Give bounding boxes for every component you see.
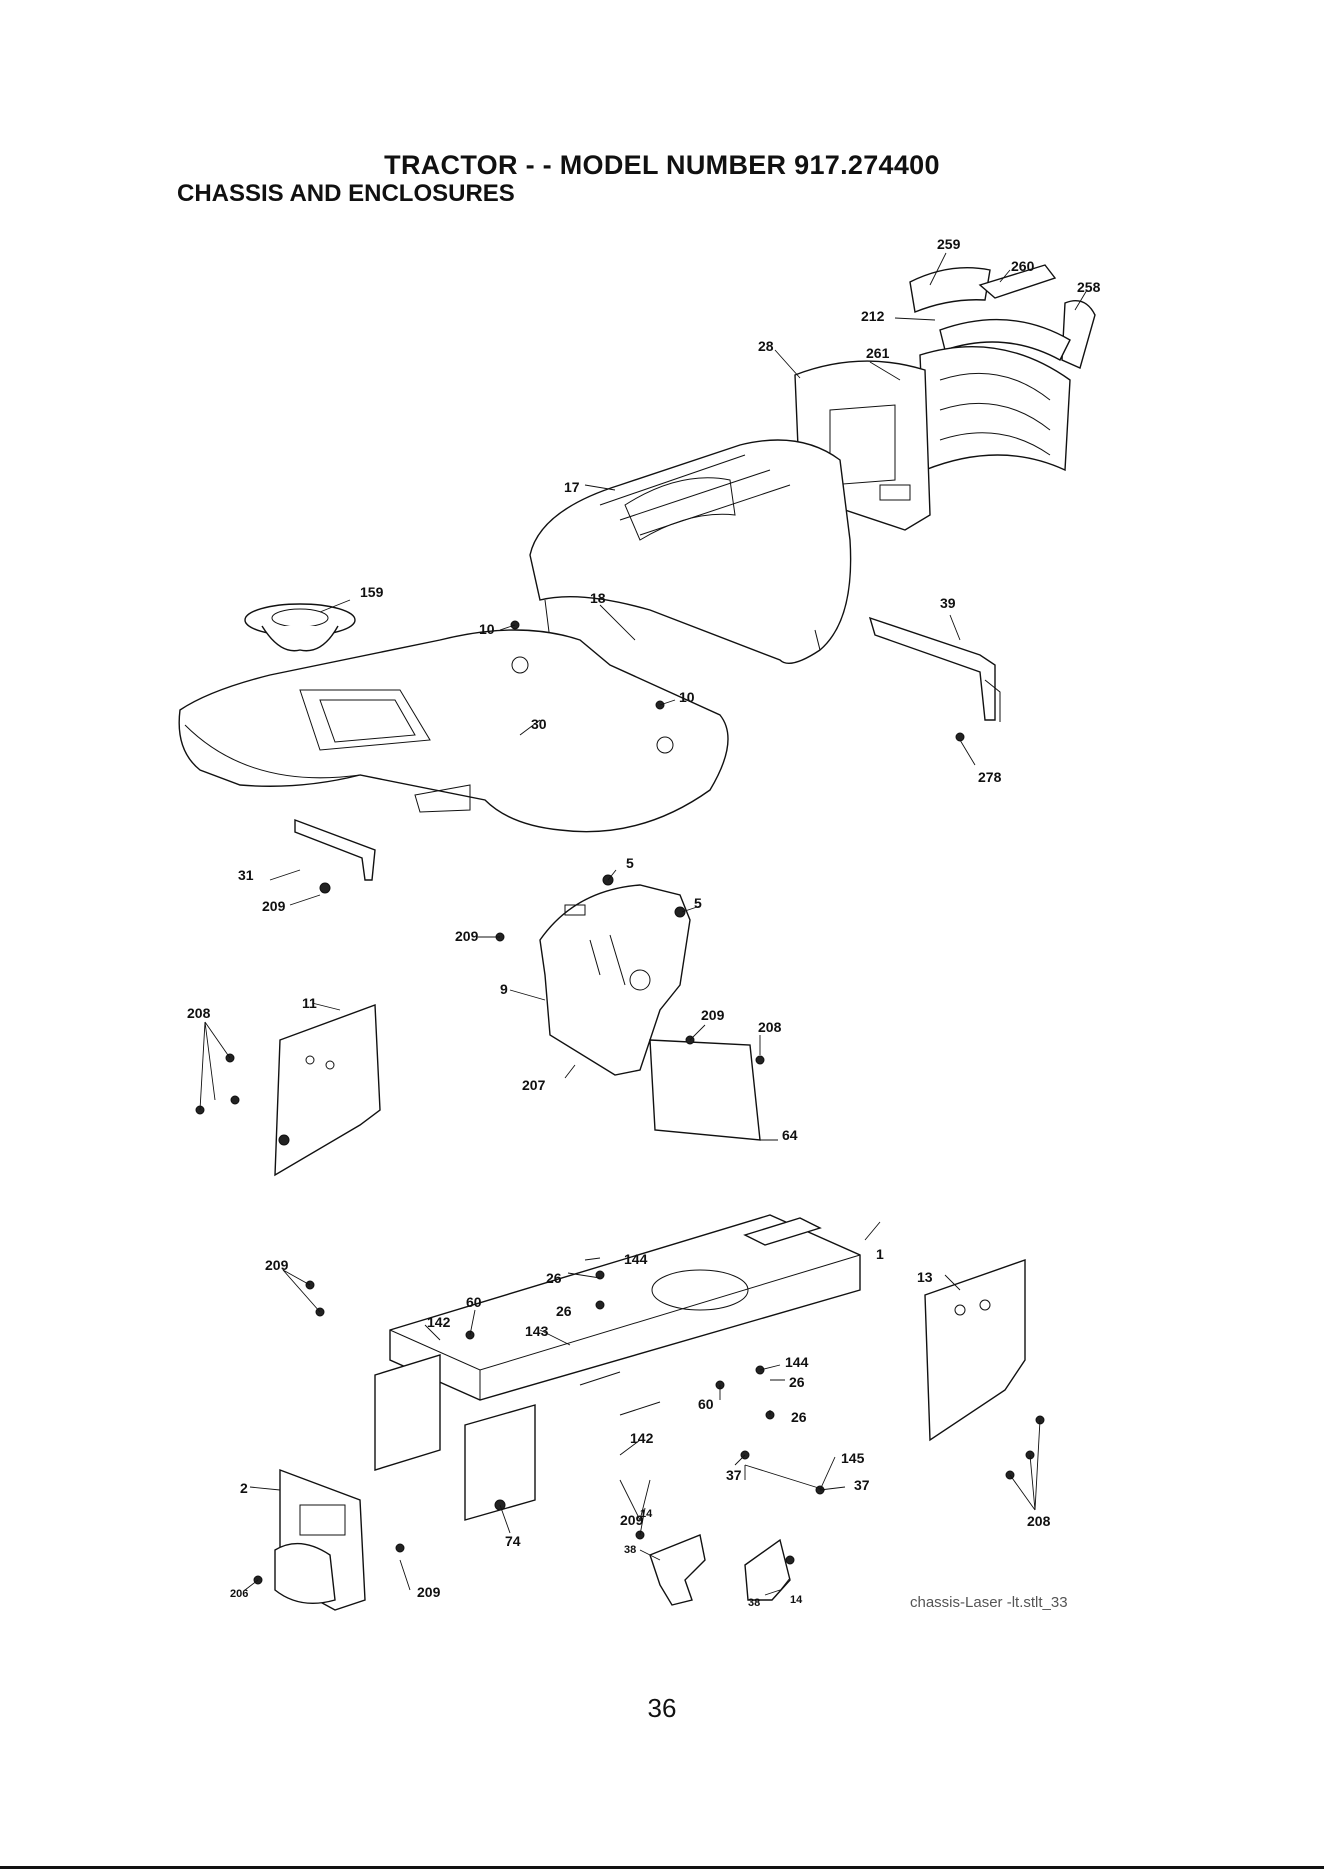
callout-142a: 142 [427, 1314, 451, 1330]
callout-208b: 208 [187, 1005, 211, 1021]
callout-38a: 38 [624, 1544, 636, 1556]
callout-209b: 209 [455, 928, 479, 944]
callout-207: 207 [522, 1077, 546, 1093]
callout-5b: 5 [694, 895, 702, 911]
side-panel-right [925, 1260, 1025, 1440]
page-number: 36 [0, 1693, 1324, 1724]
callout-278: 278 [978, 769, 1002, 785]
callout-145: 145 [841, 1450, 865, 1466]
side-panel-left [275, 1005, 380, 1175]
callout-31: 31 [238, 867, 254, 883]
steering-cover [245, 604, 355, 651]
callout-17: 17 [564, 479, 580, 495]
callout-26b: 26 [556, 1303, 572, 1319]
callout-261: 261 [866, 345, 890, 361]
callout-142b: 142 [630, 1430, 654, 1446]
callout-209c: 209 [701, 1007, 725, 1023]
callout-258: 258 [1077, 279, 1101, 295]
callout-209a: 209 [262, 898, 286, 914]
callout-208a: 208 [758, 1019, 782, 1035]
front-bracket [275, 1470, 365, 1610]
callout-37b: 37 [854, 1477, 870, 1493]
callout-60a: 60 [466, 1294, 482, 1310]
callout-37a: 37 [726, 1467, 742, 1483]
callout-64: 64 [782, 1127, 798, 1143]
callout-5a: 5 [626, 855, 634, 871]
callout-2: 2 [240, 1480, 248, 1496]
callout-9: 9 [500, 981, 508, 997]
dash-panel [540, 885, 760, 1140]
hood [530, 440, 851, 663]
callout-1: 1 [876, 1246, 884, 1262]
callout-208c: 208 [1027, 1513, 1051, 1529]
callout-206: 206 [230, 1588, 248, 1600]
callout-10b: 10 [679, 689, 695, 705]
callout-144b: 144 [785, 1354, 809, 1370]
callout-39: 39 [940, 595, 956, 611]
callout-11: 11 [302, 995, 317, 1011]
callout-13: 13 [917, 1269, 933, 1285]
callout-14b: 14 [790, 1594, 803, 1606]
callout-18: 18 [590, 590, 606, 606]
hood-bracket [870, 618, 1000, 741]
callout-26d: 26 [791, 1409, 807, 1425]
fender [179, 630, 728, 832]
callout-259: 259 [937, 236, 961, 252]
callout-26a: 26 [546, 1270, 562, 1286]
callout-159: 159 [360, 584, 384, 600]
callout-143: 143 [525, 1323, 549, 1339]
callout-10a: 10 [479, 621, 495, 637]
callout-28: 28 [758, 338, 774, 354]
callout-14a: 14 [640, 1508, 653, 1520]
callout-144a: 144 [624, 1251, 648, 1267]
bracket-31 [295, 820, 375, 893]
bracket-38b [745, 1540, 790, 1600]
callout-209d: 209 [265, 1257, 289, 1273]
drawing-id: chassis-Laser -lt.stlt_33 [910, 1594, 1068, 1611]
callout-212: 212 [861, 308, 885, 324]
callout-26c: 26 [789, 1374, 805, 1390]
callout-209f: 209 [417, 1584, 441, 1600]
callout-60b: 60 [698, 1396, 714, 1412]
bracket-38a [650, 1535, 705, 1605]
bottom-rule [0, 1866, 1324, 1869]
callout-74: 74 [505, 1533, 521, 1549]
callout-30: 30 [531, 716, 547, 732]
callout-38b: 38 [748, 1597, 760, 1609]
callout-260: 260 [1011, 258, 1035, 274]
